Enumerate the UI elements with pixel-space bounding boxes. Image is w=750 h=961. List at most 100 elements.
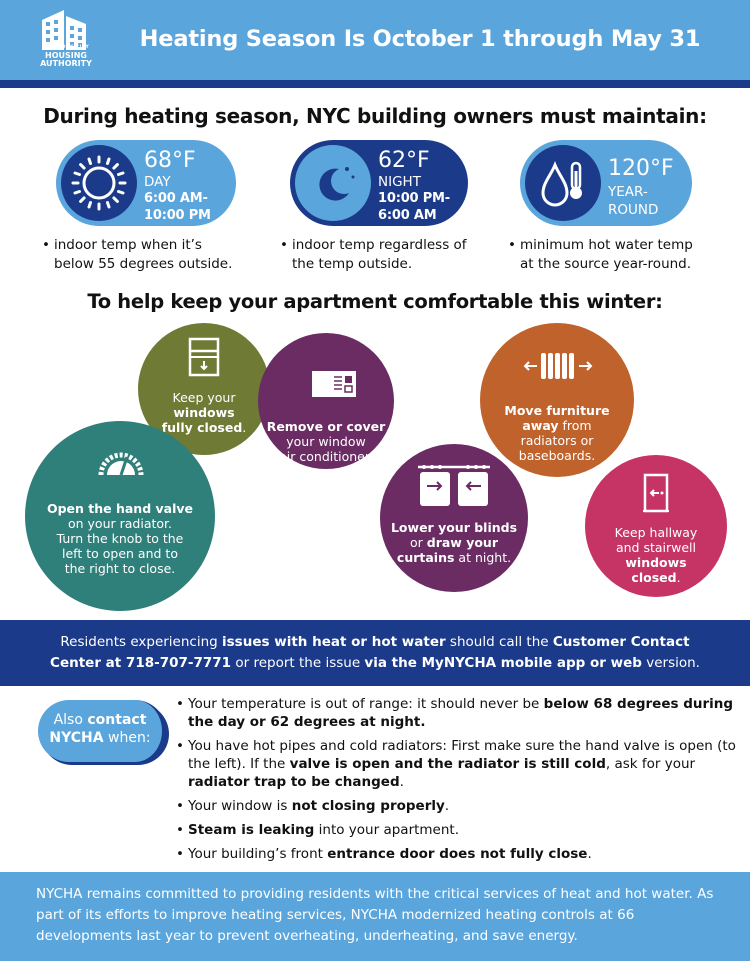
tips-heading: To help keep your apartment comfortable …	[87, 290, 663, 313]
day-note-line-2: below 55 degrees outside.	[54, 256, 233, 272]
night-hours: 10:00 PM- 6:00 AM	[378, 190, 450, 224]
sun-icon	[61, 145, 137, 221]
header-stripe	[0, 80, 750, 88]
condition-4-text: into your apartment.	[314, 822, 460, 838]
contact-bold-1: issues with heat or hot water	[222, 634, 446, 650]
contact-text-2: should call the	[445, 634, 553, 650]
tip-valve-line-4: left to open and to	[62, 546, 178, 561]
tip-furniture-from: from	[558, 418, 592, 433]
tip-hallway-line-1: Keep hallway	[614, 525, 698, 540]
tip-ac-bubble: Remove or cover your window air conditio…	[258, 333, 394, 469]
day-temp-pill: 68°F DAY 6:00 AM- 10:00 PM	[56, 140, 236, 226]
logo-line-3: AUTHORITY	[40, 58, 92, 68]
bullet: •	[508, 237, 516, 253]
tip-blinds-at-night: at night.	[454, 550, 512, 565]
tip-windows-line-1: Keep your	[172, 390, 236, 405]
condition-2-bold-1: valve is open and the radiator is still …	[289, 756, 606, 772]
tip-blinds-line-1: Lower your blinds	[390, 520, 518, 535]
day-hours-start: 6:00 AM-	[144, 191, 208, 206]
logo-wordmark: NEW YORK CITY HOUSING AUTHORITY	[34, 45, 98, 68]
night-temp-pill: 62°F NIGHT 10:00 PM- 6:00 AM	[290, 140, 468, 226]
day-note-line-1: indoor temp when it’s	[54, 237, 202, 253]
water-note-line-1: minimum hot water temp	[520, 237, 693, 253]
air-conditioner-icon	[312, 371, 356, 397]
night-hours-end: 6:00 AM	[378, 208, 437, 223]
page-title: Heating Season Is October 1 through May …	[139, 26, 701, 52]
logo-line-1: NEW YORK CITY	[42, 45, 90, 50]
tip-hallway-period: .	[676, 570, 681, 585]
tip-hallway-line-2: and stairwell	[615, 540, 697, 555]
moon-icon	[295, 145, 371, 221]
bullet: •	[176, 798, 184, 814]
also-nycha-bold: NYCHA	[49, 730, 104, 746]
day-hours: 6:00 AM- 10:00 PM	[144, 190, 211, 224]
bullet: •	[176, 846, 184, 862]
night-note-line-1: indoor temp regardless of	[292, 237, 467, 253]
condition-1-bold: below 68 degrees during the day or 62 de…	[188, 696, 734, 730]
list-item: • You have hot pipes and cold radiators:…	[176, 737, 736, 791]
tip-hallway-line-3: windows	[625, 555, 687, 570]
condition-3-bold: not closing properly	[291, 798, 445, 814]
tip-blinds-bubble: Lower your blinds or draw your curtains …	[380, 444, 528, 592]
day-hours-end: 10:00 PM	[144, 208, 211, 223]
water-label-2: ROUND	[608, 202, 659, 218]
contact-phone[interactable]: Center at 718-707-7771	[50, 655, 232, 671]
night-label: NIGHT	[378, 174, 421, 190]
night-note-line-2: the temp outside.	[292, 256, 413, 272]
also-when: when:	[103, 730, 151, 746]
tip-ac-line-3: air conditioner.	[279, 449, 373, 464]
condition-3-text: Your window is	[188, 798, 292, 814]
also-contact-bold: contact	[87, 712, 147, 728]
contact-bold-2: Customer Contact	[552, 634, 690, 650]
door-icon	[643, 473, 669, 513]
contact-bold-app: via the MyNYCHA mobile app or web	[364, 655, 642, 671]
hand-valve-knob-icon	[98, 452, 144, 476]
conditions-list: • Your temperature is out of range: it s…	[176, 695, 736, 869]
contact-band: Residents experiencing issues with heat …	[0, 620, 750, 686]
condition-3-period: .	[444, 798, 450, 814]
tip-furniture-away: away	[522, 418, 559, 433]
bullet: •	[176, 738, 184, 754]
water-drop-thermometer-icon	[525, 145, 601, 221]
bullet: •	[176, 696, 184, 712]
condition-5-bold: entrance door does not fully close	[327, 846, 588, 862]
condition-5-period: .	[587, 846, 592, 862]
tip-valve-line-2: on your radiator.	[67, 516, 172, 531]
night-note: • indoor temp regardless of the temp out…	[280, 236, 467, 274]
tip-valve-line-1: Open the hand valve	[46, 501, 194, 516]
window-icon	[188, 337, 220, 377]
nycha-logo-building-icon	[42, 10, 86, 50]
day-note: • indoor temp when it’s below 55 degrees…	[42, 236, 232, 274]
also-text: Also	[53, 712, 88, 728]
list-item: • Your window is not closing properly.	[176, 797, 736, 815]
condition-1-text: Your temperature is out of range: it sho…	[188, 696, 544, 712]
tip-hallway-line-4: closed	[631, 570, 677, 585]
tip-furniture-line-1: Move furniture	[504, 403, 610, 418]
header-bar	[0, 0, 750, 80]
tip-furniture-bubble: Move furniture away from radiators or ba…	[480, 323, 634, 477]
day-temp: 68°F	[144, 148, 196, 173]
bullet: •	[280, 237, 288, 253]
condition-2-bold-2: radiator trap to be changed	[188, 774, 400, 790]
tip-windows-bubble: Keep your windows fully closed.	[138, 323, 270, 455]
day-label: DAY	[144, 174, 171, 190]
radiator-icon	[523, 353, 593, 379]
list-item: • Steam is leaking into your apartment.	[176, 821, 736, 839]
list-item: • Your temperature is out of range: it s…	[176, 695, 736, 731]
contact-text-1: Residents experiencing	[60, 634, 223, 650]
water-temp: 120°F	[608, 156, 674, 181]
bullet: •	[176, 822, 184, 838]
curtains-icon	[418, 465, 490, 506]
tip-windows-line-3: fully closed	[161, 420, 243, 435]
tip-valve-line-5: the right to close.	[64, 561, 176, 576]
tip-blinds-draw: draw your	[426, 535, 498, 550]
also-contact-pill: Also contact NYCHA when:	[38, 700, 166, 762]
tip-hallway-bubble: Keep hallway and stairwell windows close…	[585, 455, 727, 597]
tip-windows-line-2: windows	[173, 405, 235, 420]
tip-valve-line-3: Turn the knob to the	[56, 531, 184, 546]
water-note: • minimum hot water temp at the source y…	[508, 236, 693, 274]
night-hours-start: 10:00 PM-	[378, 191, 450, 206]
contact-text-4: version.	[641, 655, 700, 671]
tip-blinds-curtains: curtains	[396, 550, 455, 565]
